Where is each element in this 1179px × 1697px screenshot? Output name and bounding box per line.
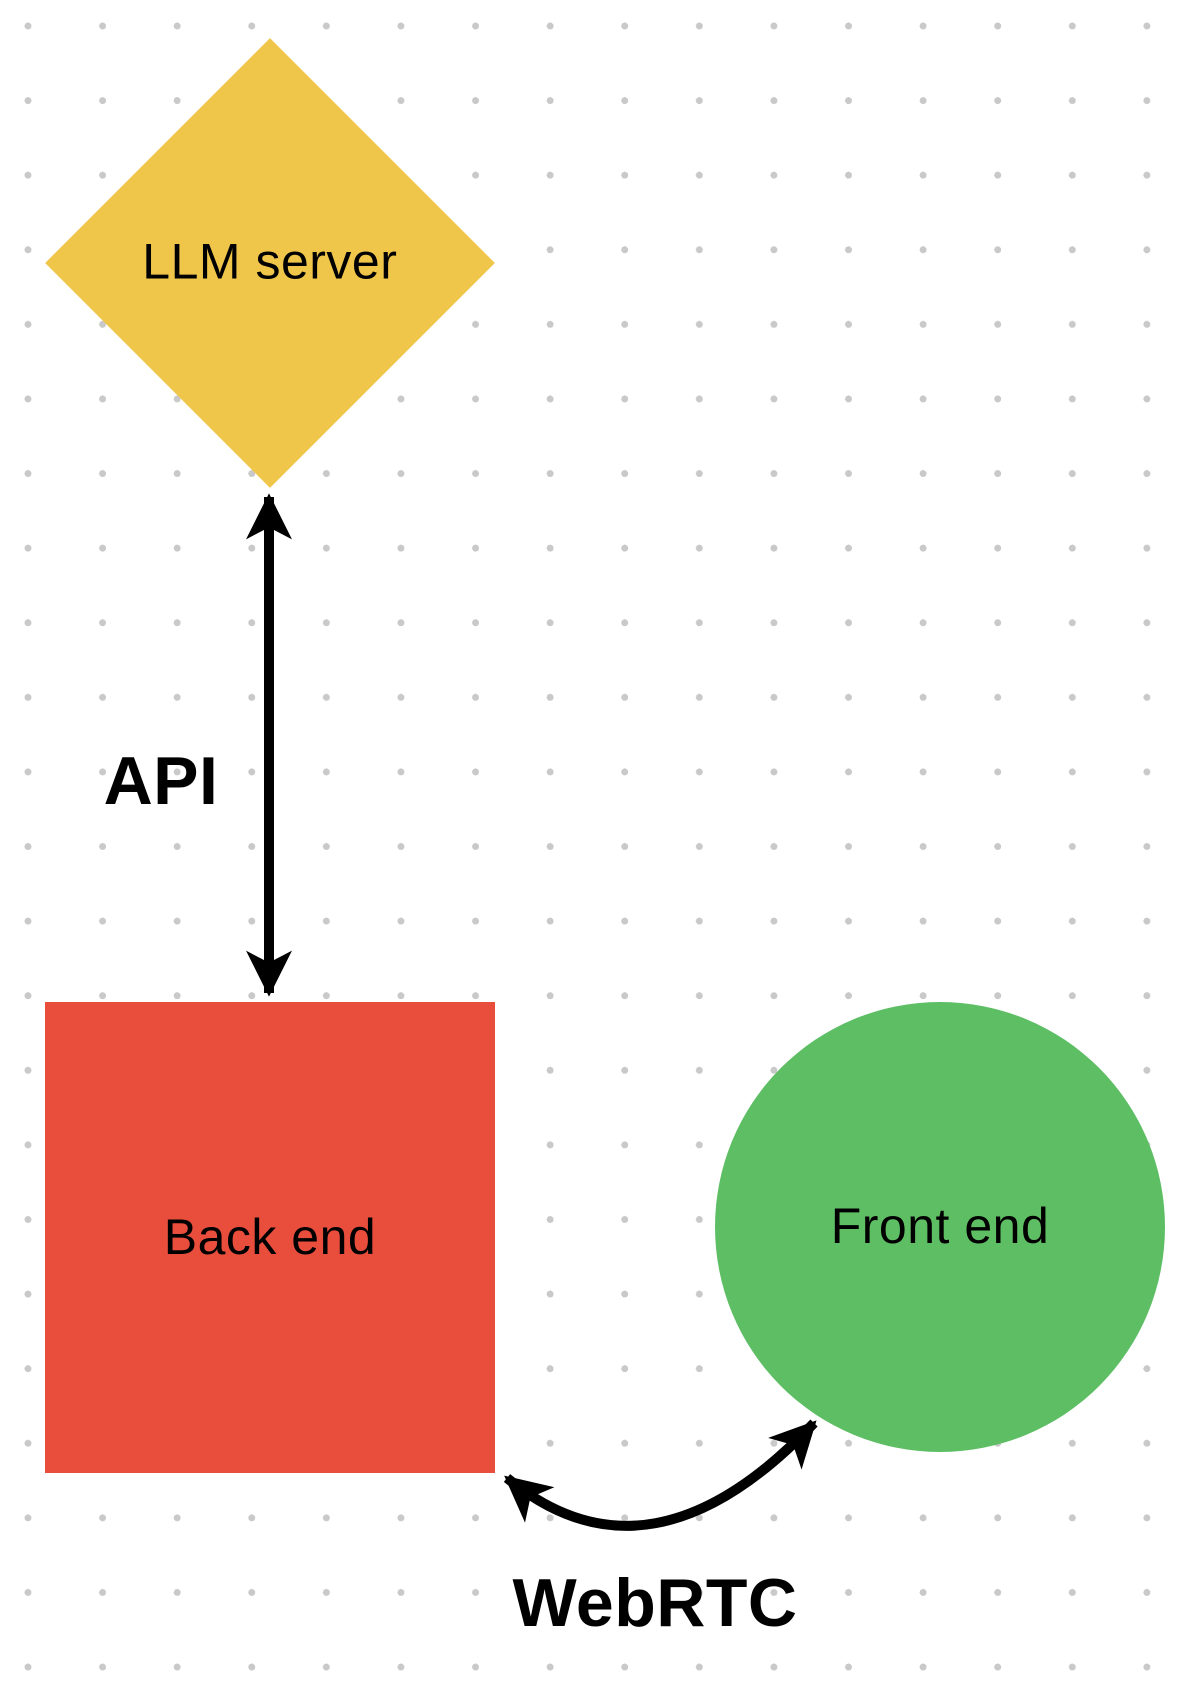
webrtc-edge-label: WebRTC <box>512 1565 798 1641</box>
node-llm-server-label: LLM server <box>142 234 398 291</box>
node-back-end[interactable]: Back end <box>45 1002 495 1473</box>
node-front-end[interactable]: Front end <box>715 1002 1165 1452</box>
api-edge-label: API <box>103 743 219 819</box>
webrtc-arrow[interactable] <box>503 1419 818 1531</box>
node-back-end-label: Back end <box>163 1208 377 1265</box>
node-front-end-label: Front end <box>830 1198 1050 1255</box>
